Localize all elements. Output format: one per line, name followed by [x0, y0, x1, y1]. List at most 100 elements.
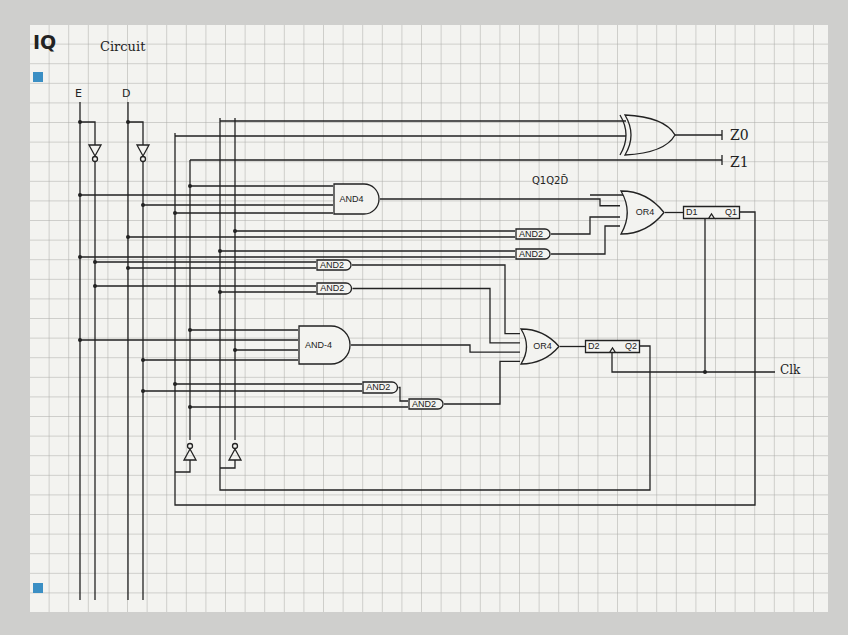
xor-gate: [625, 115, 675, 155]
clock-wire: [612, 219, 775, 372]
signal-label: Z1: [730, 155, 749, 169]
junction-dot: [126, 266, 130, 270]
xor-gate: [620, 115, 626, 155]
or-gate: OR4: [620, 190, 665, 235]
wire-connector: [665, 212, 683, 213]
gate-shape: [521, 329, 559, 364]
inverter: [229, 449, 241, 460]
gate-name: AND2: [320, 284, 344, 293]
wire: [128, 102, 143, 600]
junction-dot: [233, 229, 237, 233]
inverter: [184, 449, 196, 460]
wires: [80, 102, 775, 600]
junction-dot: [173, 211, 177, 215]
junction-dot: [78, 120, 82, 124]
junction-dot: [218, 290, 222, 294]
and-gate: AND2: [362, 381, 399, 394]
signal-label: Z0: [730, 128, 749, 142]
wire-connector: [352, 265, 520, 334]
wire: [444, 361, 520, 404]
wire: [380, 199, 620, 206]
junction-dot: [218, 249, 222, 253]
wire-connector: [551, 226, 620, 254]
flip-flop: D1 Q1: [683, 206, 740, 219]
gate-name: AND2: [519, 250, 543, 259]
or-gate: OR4: [520, 328, 560, 365]
flip-flop: D2Q2: [585, 340, 640, 353]
gate-name: OR4: [636, 208, 655, 217]
junction-dot: [703, 370, 707, 374]
pin-name: Q1: [725, 208, 737, 217]
gate-name: AND-4: [305, 341, 332, 350]
wire: [551, 226, 620, 254]
gate-name: AND4: [339, 195, 363, 204]
gate-shape: [317, 260, 351, 270]
signal-label: Q1Q2D̄: [532, 176, 568, 186]
and-gate: AND2: [515, 228, 551, 240]
wire: [80, 186, 333, 213]
gate-shape: [621, 191, 664, 234]
wire: [560, 346, 585, 347]
wire: [399, 388, 408, 402]
junction-dot: [78, 193, 82, 197]
junction-dot: [173, 382, 177, 386]
corner-mark: [33, 72, 43, 82]
wire: [80, 102, 95, 600]
wire-connector: [399, 388, 408, 402]
output-wire: [190, 155, 722, 165]
junction-dot: [93, 284, 97, 288]
corner-mark: [33, 583, 43, 593]
wire-connector: [353, 289, 520, 343]
graph-paper: [30, 25, 828, 612]
gate-shape: [317, 283, 352, 294]
and-gate: AND-4: [298, 325, 351, 365]
wire: [175, 121, 626, 136]
junction-dot: [233, 348, 237, 352]
junction-dot: [188, 184, 192, 188]
wire: [351, 345, 520, 352]
inverter-bubble: [188, 444, 193, 449]
gate-shape: [684, 207, 740, 219]
junction-dot: [141, 203, 145, 207]
junction-dot: [93, 260, 97, 264]
wire: [665, 212, 683, 213]
junction-dot: [141, 358, 145, 362]
gate-shape: [586, 341, 640, 353]
junction-dot: [141, 389, 145, 393]
gate-shape: [409, 399, 443, 409]
junction-dot: [188, 328, 192, 332]
signal-label: Circuit: [100, 40, 145, 53]
pin-name: Q2: [625, 342, 637, 351]
inverter: [89, 145, 101, 156]
gate-name: AND2: [519, 230, 543, 239]
and-gate: AND2: [316, 282, 353, 295]
wire-connector: [560, 346, 585, 347]
gate-shape: [516, 249, 550, 259]
wire: [142, 162, 143, 600]
signal-label: Clk: [780, 364, 800, 376]
gate-shape: [299, 326, 350, 364]
gate-name: AND2: [412, 400, 436, 409]
wire: [590, 194, 624, 195]
inverter: [137, 145, 149, 156]
junction-dot: [126, 235, 130, 239]
signal-label: E: [75, 88, 82, 99]
and-gate: AND2: [408, 398, 444, 410]
wire-connector: [351, 345, 520, 352]
inverter-bubble: [141, 157, 146, 162]
junction-dot: [188, 405, 192, 409]
signal-label: IQ: [33, 33, 56, 52]
wire: [175, 460, 190, 472]
pin-name: D1: [686, 208, 698, 217]
output-wire: [675, 130, 722, 140]
feedback-wire: [220, 118, 650, 490]
junction-dot: [126, 120, 130, 124]
inverter-bubble: [93, 157, 98, 162]
and-gate: AND2: [316, 259, 352, 271]
gate-shape: [334, 184, 379, 214]
wire-connector: [444, 361, 520, 404]
wire: [353, 289, 520, 343]
inverter-bubble: [233, 444, 238, 449]
gate-shape: [516, 229, 550, 239]
